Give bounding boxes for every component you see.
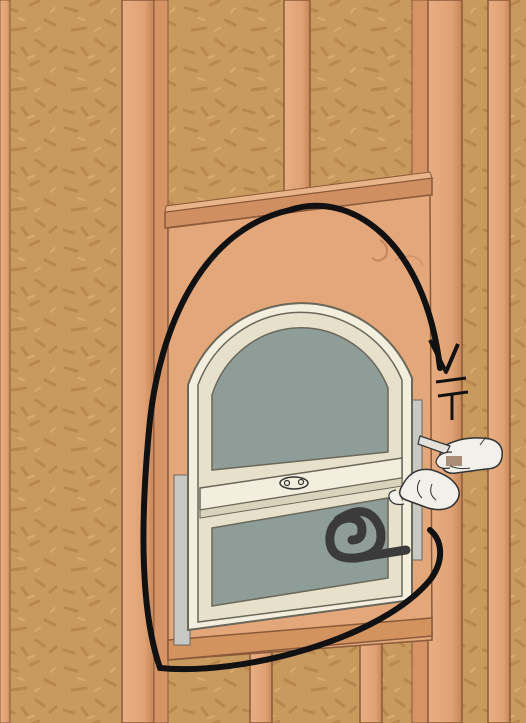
sash-lock-icon xyxy=(280,477,308,489)
stud-far-right xyxy=(488,0,510,723)
stud-right-outer xyxy=(428,0,462,723)
stud-far-left xyxy=(0,0,10,723)
arched-window xyxy=(188,303,412,630)
stud-cripple-left xyxy=(284,0,310,205)
